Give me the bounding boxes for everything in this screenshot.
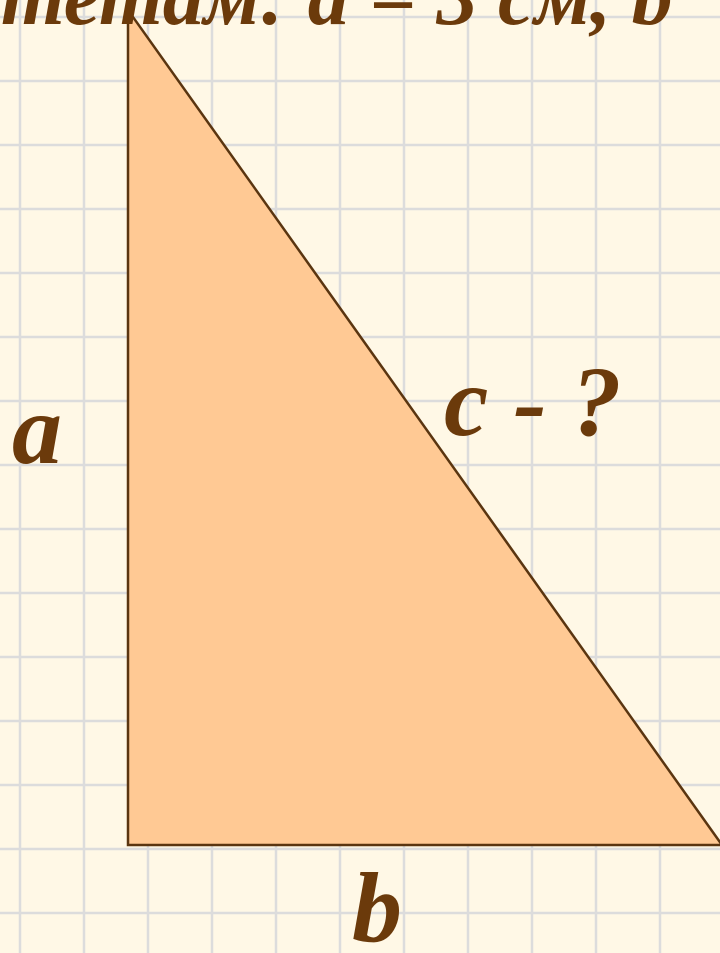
right-triangle xyxy=(126,6,720,847)
problem-statement-text: атетам: a = 3 см, b xyxy=(0,0,673,38)
side-label-b: b xyxy=(352,852,402,953)
hypotenuse-label-c: c - ? xyxy=(444,346,622,457)
side-label-a: a xyxy=(12,374,62,485)
